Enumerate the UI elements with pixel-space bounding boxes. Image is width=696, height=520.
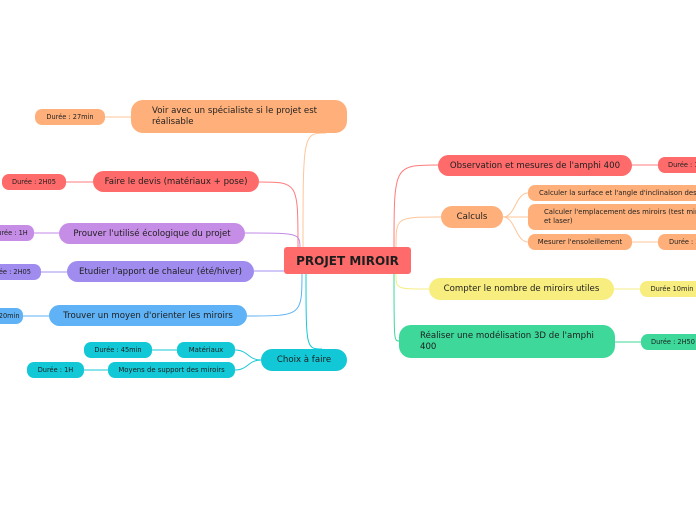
branch-specialiste-label: Voir avec un spécialiste si le projet es… (152, 105, 318, 127)
branch-compter[interactable]: Compter le nombre de miroirs utiles (429, 278, 614, 300)
duree-observation[interactable]: Durée : 1H (658, 157, 696, 173)
central-topic-label: PROJET MIROIR (296, 253, 399, 268)
link-choix (305, 271, 323, 350)
duree-materiaux[interactable]: Durée : 45min (84, 342, 152, 358)
duree-ecologique[interactable]: Durée : 1H (0, 225, 34, 241)
duree-compter[interactable]: Durée 10min (640, 281, 696, 297)
sub-emplacement[interactable]: Calculer l'emplacement des miroirs (test… (528, 204, 696, 230)
link-calculs-ensoleillement (502, 216, 529, 243)
link-calculs-surface (502, 192, 529, 218)
link-compter (395, 273, 430, 290)
link-modelisation (393, 273, 400, 342)
central-topic[interactable]: PROJET MIROIR (284, 247, 411, 274)
branch-calculs[interactable]: Calculs (441, 206, 503, 228)
sub-materiaux[interactable]: Matériaux (177, 342, 235, 358)
branch-ecologique[interactable]: Prouver l'utilisé écologique du projet (59, 223, 245, 244)
branch-observation[interactable]: Observation et mesures de l'amphi 400 (438, 155, 632, 176)
link-choix-support (234, 359, 262, 371)
duree-chaleur[interactable]: Durée : 2H05 (0, 264, 41, 280)
branch-chaleur[interactable]: Etudier l'apport de chaleur (été/hiver) (67, 261, 254, 282)
branch-choix[interactable]: Choix à faire (261, 349, 347, 371)
duree-devis[interactable]: Durée : 2H05 (2, 174, 66, 190)
duree-modelisation[interactable]: Durée : 2H50 (641, 334, 696, 350)
branch-specialiste[interactable]: Voir avec un spécialiste si le projet es… (131, 100, 347, 133)
branch-modelisation[interactable]: Réaliser une modélisation 3D de l'amphi … (399, 325, 615, 358)
sub-ensoleillement[interactable]: Mesurer l'ensoleillement (528, 234, 632, 250)
link-calculs (395, 216, 442, 248)
duree-specialiste[interactable]: Durée : 27min (35, 109, 105, 125)
duree-orienter[interactable]: Durée : 20min (0, 308, 23, 324)
link-orienter (246, 271, 303, 317)
branch-orienter[interactable]: Trouver un moyen d'orienter les miroirs (49, 305, 247, 326)
link-devis (258, 181, 299, 248)
duree-support[interactable]: Durée : 1H (27, 362, 84, 378)
sub-surface[interactable]: Calculer la surface et l'angle d'inclina… (528, 185, 696, 201)
sub-support[interactable]: Moyens de support des miroirs (108, 362, 235, 378)
link-choix-materiaux (234, 349, 262, 361)
link-observation (393, 164, 439, 248)
link-ecologique (244, 232, 301, 250)
link-specialiste (302, 132, 327, 248)
branch-devis[interactable]: Faire le devis (matériaux + pose) (93, 171, 259, 192)
duree-ensoleillement[interactable]: Durée : 2H (658, 234, 696, 250)
